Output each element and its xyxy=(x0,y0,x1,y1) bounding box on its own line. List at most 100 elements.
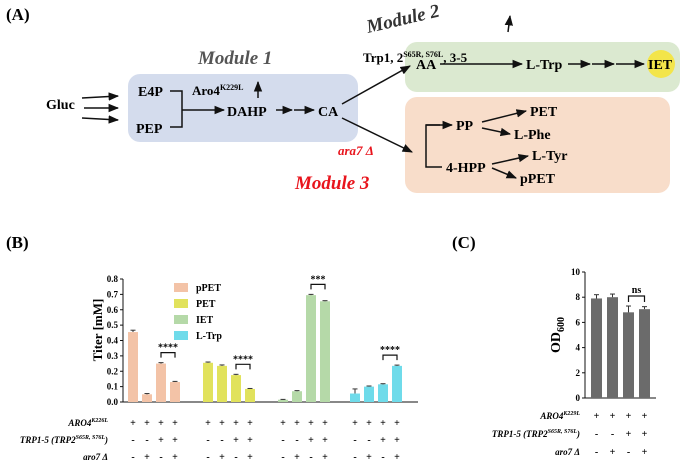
panel-c-bar xyxy=(639,309,650,398)
module3-box xyxy=(405,97,670,193)
panel-c-y-tick-label: 6 xyxy=(576,317,581,327)
panel-b-factor-sign: + xyxy=(308,418,314,429)
node-aa: AA xyxy=(416,58,437,73)
panel-b-significance-label: *** xyxy=(311,274,326,285)
panel-b-factor-sign: + xyxy=(158,435,164,446)
panel-b-factor-sign: + xyxy=(172,435,178,446)
panel-c-significance-label: ns xyxy=(632,285,642,296)
node-gluc: Gluc xyxy=(46,98,75,113)
node-iet: IET xyxy=(648,58,673,73)
node-pet: PET xyxy=(530,105,558,120)
panel-b-factor-sign: - xyxy=(131,452,134,463)
panel-b-legend-swatch xyxy=(174,283,188,292)
node-pp: PP xyxy=(456,119,474,134)
panel-b-factor-sign: + xyxy=(366,452,372,463)
panel-b-factor-sign: + xyxy=(205,418,211,429)
panel-c-factor-sign: - xyxy=(611,429,614,440)
panel-b-significance-label: **** xyxy=(158,343,178,354)
arrow-trp-up xyxy=(504,14,513,33)
arrow-ca-module3 xyxy=(341,117,413,153)
node-ltyr: L-Tyr xyxy=(532,149,568,164)
node-dahp: DAHP xyxy=(227,105,267,120)
panel-c-factor-sign: + xyxy=(610,447,616,458)
panel-b-label: (B) xyxy=(6,233,29,252)
panel-b-factor-label: TRP1-5 (TRP2S65R, S76L) xyxy=(20,435,108,445)
panel-c-factor-sign: - xyxy=(627,447,630,458)
panel-b-factor-sign: + xyxy=(130,418,136,429)
panel-b: (B) Titer [mM] 0.00.10.20.30.40.50.60.70… xyxy=(6,233,418,463)
module1-box xyxy=(128,74,358,142)
panel-c-significance-bracket xyxy=(627,295,646,303)
panel-c-factor-sign: + xyxy=(594,411,600,422)
arrow-gluc-3 xyxy=(81,115,120,124)
panel-b-factor-sign: - xyxy=(281,435,284,446)
panel-a: (A) Module 1 Module 2 Module 3 Trp1, 2S6… xyxy=(6,1,680,194)
panel-b-legend-label: L-Trp xyxy=(196,331,222,342)
panel-c-label: (C) xyxy=(452,233,476,252)
panel-b-bar xyxy=(231,375,241,402)
panel-c-factor-sign: - xyxy=(595,429,598,440)
panel-b-factor-sign: + xyxy=(247,452,253,463)
panel-b-factor-sign: - xyxy=(353,452,356,463)
panel-b-factor-sign: - xyxy=(234,452,237,463)
panel-b-legend-swatch xyxy=(174,299,188,308)
ara7-label: ara7 Δ xyxy=(338,143,374,158)
panel-b-factor-sign: - xyxy=(220,435,223,446)
module3-label: Module 3 xyxy=(294,173,369,194)
panel-b-significance-bracket xyxy=(235,363,251,370)
panel-b-bar xyxy=(217,365,227,402)
panel-b-y-tick-label: 0.8 xyxy=(107,274,119,284)
panel-c-factor-label: ARO4K229L xyxy=(539,411,580,421)
panel-b-bar xyxy=(364,386,374,402)
panel-b-factor-sign: + xyxy=(144,418,150,429)
panel-b-significance-label: **** xyxy=(380,345,400,356)
node-pep: PEP xyxy=(136,122,163,137)
panel-b-factor-sign: - xyxy=(309,452,312,463)
node-e4p: E4P xyxy=(138,85,163,100)
panel-b-plot: 0.00.10.20.30.40.50.60.70.8*************… xyxy=(20,274,418,463)
panel-b-factor-sign: + xyxy=(294,418,300,429)
arrow-gluc-1 xyxy=(81,92,120,101)
pathway-arrows xyxy=(81,14,646,179)
panel-c-factor-sign: + xyxy=(642,411,648,422)
panel-b-factor-label: ARO4K226L xyxy=(67,418,108,428)
arrow-ca-aa xyxy=(341,65,411,105)
panel-b-significance-bracket xyxy=(160,352,176,358)
panel-c-factor-label: TRP1-5 (TRP2S65R, S76L) xyxy=(492,429,580,439)
panel-c-factor-sign: + xyxy=(642,429,648,440)
panel-b-factor-sign: - xyxy=(159,452,162,463)
panel-b-factor-sign: + xyxy=(394,452,400,463)
panel-b-factor-sign: - xyxy=(381,452,384,463)
panel-c-factor-label: aro7 Δ xyxy=(555,447,580,457)
node-ppet: pPET xyxy=(520,172,556,187)
panel-b-factor-sign: - xyxy=(367,435,370,446)
panel-b-y-tick-label: 0.7 xyxy=(107,289,119,299)
panel-b-y-tick-label: 0.1 xyxy=(107,382,119,392)
panel-c-y-tick-label: 0 xyxy=(576,393,581,403)
panel-b-legend-swatch xyxy=(174,315,188,324)
panel-b-bar xyxy=(170,382,180,402)
iet-highlight xyxy=(647,50,675,78)
module2-gene-label: Trp1, 2S65R, S76L, 3-5 xyxy=(363,50,468,65)
panel-b-factor-sign: + xyxy=(219,452,225,463)
panel-b-factor-sign: - xyxy=(295,435,298,446)
panel-b-bar xyxy=(320,301,330,402)
panel-b-factor-sign: - xyxy=(281,452,284,463)
panel-b-bar xyxy=(203,362,213,402)
panel-b-legend-label: IET xyxy=(196,315,214,326)
panel-b-legend-label: PET xyxy=(196,299,216,310)
panel-b-factor-sign: + xyxy=(247,435,253,446)
arrow-pp-pet xyxy=(481,109,528,123)
panel-b-bar xyxy=(128,332,138,402)
panel-b-y-tick-label: 0.6 xyxy=(107,305,119,315)
panel-c-factor-sign: + xyxy=(626,411,632,422)
panel-b-bar xyxy=(378,384,388,402)
panel-b-y-tick-label: 0.5 xyxy=(107,320,119,330)
panel-b-factor-sign: - xyxy=(131,435,134,446)
panel-b-ylabel: Titer [mM] xyxy=(90,299,105,362)
panel-b-significance-bracket xyxy=(310,283,326,290)
panel-b-factor-sign: + xyxy=(366,418,372,429)
panel-b-bar xyxy=(306,295,316,402)
